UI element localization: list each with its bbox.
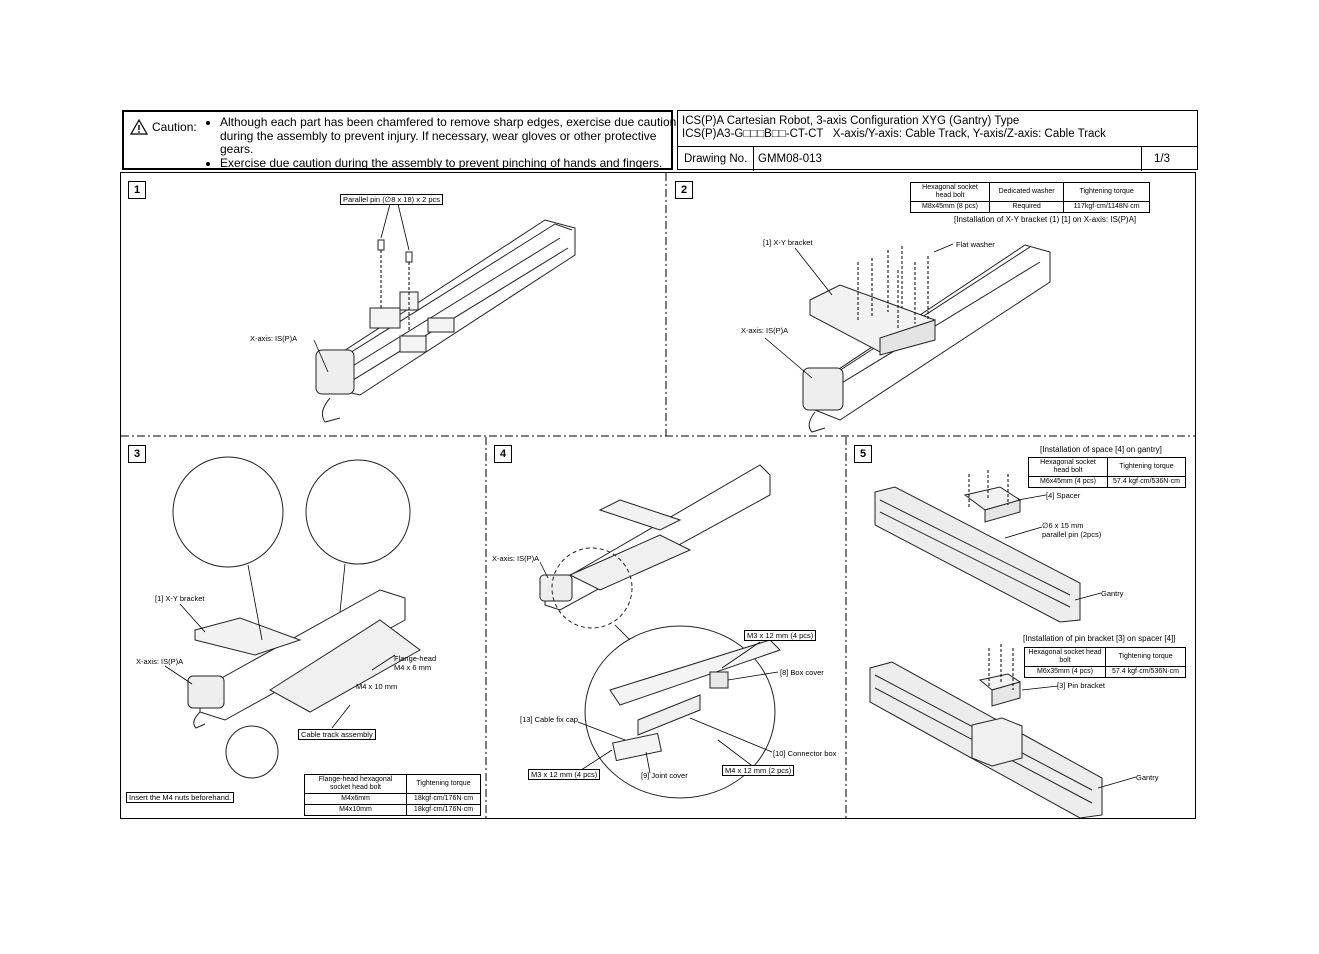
step3-insert-note: Insert the M4 nuts beforehand.	[126, 792, 235, 803]
step2-td-torque: 117kgf·cm/1148N·cm	[1063, 201, 1150, 213]
step2-th-washer: Dedicated washer	[988, 182, 1065, 202]
step5-install-spacer-note: [Installation of space [4] on gantry]	[1040, 445, 1162, 454]
step4-box-cover-label: [8] Box cover	[780, 668, 824, 677]
step2-axis-label: X-axis: IS(P)A	[741, 326, 789, 335]
step5-spacer-label: [4] Spacer	[1046, 491, 1081, 500]
step2-install-note: [Installation of X-Y bracket (1) [1] on …	[954, 215, 1137, 224]
step5-t1-td-bolt: M6x45mm (4 pcs)	[1028, 476, 1108, 488]
caution-bullet-2: Exercise due caution during the assembly…	[220, 156, 690, 171]
step1-pin-label: Parallel pin (∅8 x 18) x 2 pcs	[340, 194, 443, 205]
title-line-1: ICS(P)A Cartesian Robot, 3-axis Configur…	[682, 115, 1020, 127]
step5-pin-label: ∅6 x 15 mm parallel pin (2pcs)	[1042, 521, 1102, 539]
step2-leaders	[764, 243, 954, 379]
step-2-number: 2	[675, 181, 693, 199]
step4-m3-bottom-label: M3 x 12 mm (4 pcs)	[528, 769, 601, 780]
caution-box: Caution: Although each part has been cha…	[122, 110, 676, 170]
step5-t2-th-bolt: Hexagonal socket head bolt	[1024, 647, 1106, 667]
step3-th-torque: Tightening torque	[406, 774, 481, 794]
step4-leaders	[539, 561, 779, 775]
step3-xy-bracket-label: [1] X-Y bracket	[155, 594, 205, 603]
drawing-frame	[120, 172, 1196, 819]
caution-bullet-1: Although each part has been chamfered to…	[220, 115, 690, 157]
step3-leaders	[164, 563, 396, 729]
step5-install-pin-note: [Installation of pin bracket [3] on spac…	[1023, 634, 1176, 643]
step5-torque-table-1: Hexagonal socket head bolt Tightening to…	[1028, 457, 1186, 488]
step2-th-bolt: Hexagonal socket head bolt	[910, 182, 990, 202]
step2-actuator-drawing	[802, 244, 1051, 433]
caution-list: Although each part has been chamfered to…	[204, 115, 690, 171]
step5-gantry-drawing	[869, 486, 1103, 819]
step5-leaders	[1004, 494, 1137, 789]
step3-td-bolt-1: M4x6mm	[304, 793, 407, 805]
step2-xy-bracket-label: [1] X-Y bracket	[763, 238, 813, 247]
step3-td-torque-2: 18kgf·cm/176N·cm	[406, 804, 481, 816]
step3-flange-head-label: Flange-head M4 x 6 mm	[394, 654, 437, 672]
step3-actuator-drawing	[172, 456, 421, 779]
step3-torque-table: Flange-head hexagonal socket head bolt T…	[304, 774, 481, 816]
step5-gantry-label-1: Gantry	[1101, 589, 1124, 598]
step4-axis-label: X-axis: IS(P)A	[492, 554, 540, 563]
title-block: ICS(P)A Cartesian Robot, 3-axis Configur…	[677, 110, 1198, 171]
step5-t2-td-torque: 57.4 kgf·cm/536N·cm	[1105, 666, 1186, 678]
step3-m4x10-label: M4 x 10 mm	[356, 682, 398, 691]
page-number: 1/3	[1154, 153, 1170, 165]
step2-th-torque: Tightening torque	[1063, 182, 1150, 202]
step2-td-washer: Required	[988, 201, 1065, 213]
step2-torque-table: Hexagonal socket head bolt Dedicated was…	[910, 182, 1150, 213]
drawing-no-label: Drawing No.	[678, 147, 754, 171]
step1-pin-guides	[380, 250, 410, 330]
panel-dividers	[121, 173, 1195, 818]
step5-t2-th-torque: Tightening torque	[1105, 647, 1186, 667]
step-1-number: 1	[128, 181, 146, 199]
step3-axis-label: X-axis: IS(P)A	[136, 657, 184, 666]
step2-td-bolt: M8x45mm (8 pcs)	[910, 201, 990, 213]
step5-t1-td-torque: 57.4 kgf·cm/536N·cm	[1107, 476, 1186, 488]
step5-torque-table-2: Hexagonal socket head bolt Tightening to…	[1024, 647, 1186, 678]
drawing-no-value: GMM08-013	[754, 147, 1142, 171]
step1-leaders	[313, 203, 410, 373]
step4-cable-fix-label: [13] Cable fix cap	[520, 715, 578, 724]
step-5-number: 5	[854, 445, 872, 463]
step-4-number: 4	[494, 445, 512, 463]
step-3-number: 3	[128, 445, 146, 463]
drawing-number-row: Drawing No. GMM08-013 1/3	[678, 146, 1197, 171]
title-line-2: ICS(P)A3-G□□□B□□-CT-CT X-axis/Y-axis: Ca…	[682, 128, 1106, 140]
step4-connector-box-label: [10] Connector box	[773, 749, 837, 758]
step3-th-bolt: Flange-head hexagonal socket head bolt	[304, 774, 407, 794]
step5-t1-th-torque: Tightening torque	[1107, 457, 1186, 477]
step5-pin-bracket-label: [3] Pin bracket	[1057, 681, 1105, 690]
step2-bolt-guides	[857, 246, 929, 330]
step5-t1-th-bolt: Hexagonal socket head bolt	[1028, 457, 1108, 477]
caution-label: Caution:	[130, 119, 197, 135]
step5-t2-td-bolt: M6x35mm (4 pcs)	[1024, 666, 1106, 678]
step3-td-bolt-2: M4x10mm	[304, 804, 407, 816]
step1-actuator-drawing	[315, 219, 576, 423]
step3-td-torque-1: 18kgf·cm/176N·cm	[406, 793, 481, 805]
step4-actuator-drawing	[539, 464, 781, 799]
step4-m4-label: M4 x 12 mm (2 pcs)	[722, 765, 795, 776]
step5-bolt-guides	[968, 470, 1014, 690]
step2-flat-washer-label: Flat washer	[956, 240, 995, 249]
step1-axis-label: X-axis: IS(P)A	[250, 334, 298, 343]
step3-cable-track-label: Cable track assembly	[298, 729, 376, 740]
warning-icon	[130, 119, 148, 135]
step4-m3-top-label: M3 x 12 mm (4 pcs)	[744, 630, 817, 641]
step5-gantry-label-2: Gantry	[1136, 773, 1159, 782]
step4-joint-cover-label: [9] Joint cover	[641, 771, 688, 780]
